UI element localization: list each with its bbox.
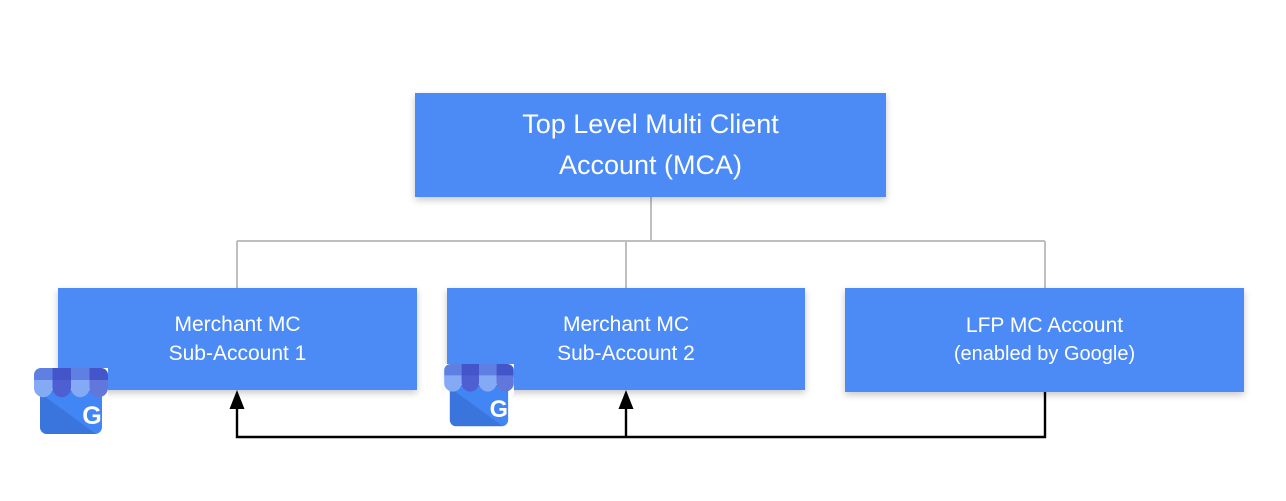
- node-label-line2: Account (MCA): [558, 150, 743, 180]
- google-g-letter: G: [82, 402, 101, 430]
- arrowhead-sub-account-1: [229, 390, 245, 409]
- node-label-line1: Merchant MC: [174, 313, 301, 336]
- google-business-profile-icon: G: [444, 364, 514, 431]
- node-label-line1: Merchant MC: [562, 313, 690, 336]
- node-label-line2: Sub-Account 2: [557, 342, 695, 365]
- node-label-line1: Top Level Multi Client: [522, 109, 779, 139]
- node-label-line2: (enabled by Google): [953, 343, 1136, 365]
- arrowhead-sub-account-2: [618, 390, 634, 409]
- google-business-profile-icon: G: [34, 368, 108, 439]
- node-merchant-sub-account-1: Merchant MC Sub-Account 1: [58, 288, 417, 390]
- google-g-letter: G: [490, 396, 508, 422]
- node-top-level-mca: Top Level Multi Client Account (MCA): [415, 93, 886, 197]
- feedback-arrow-path: [235, 391, 1047, 439]
- tree-connector-lines: [236, 197, 1046, 288]
- node-label-line1: LFP MC Account: [965, 314, 1124, 337]
- node-lfp-mc-account: LFP MC Account (enabled by Google): [845, 288, 1244, 392]
- node-label-line2: Sub-Account 1: [168, 342, 307, 365]
